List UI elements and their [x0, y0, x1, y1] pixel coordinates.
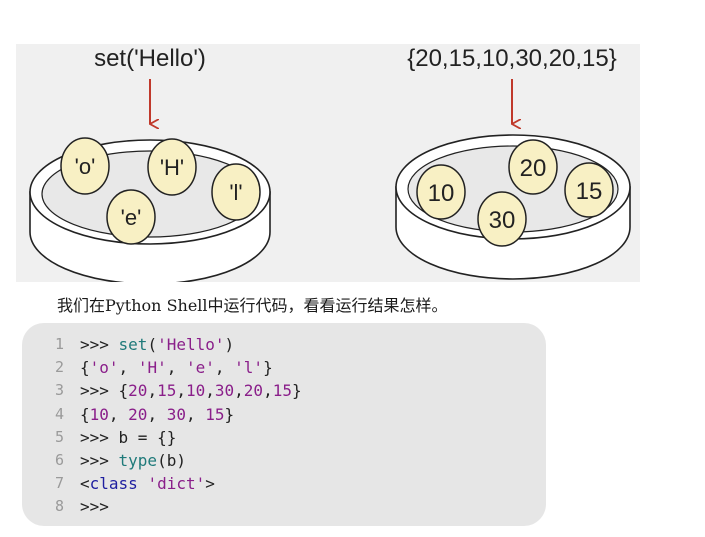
svg-text:20: 20 — [520, 155, 547, 182]
right-bowl: {20,15,10,30,20,15} 20 10 30 15 — [395, 45, 631, 280]
element-ball: 30 — [477, 191, 527, 247]
left-bowl: set('Hello') 'o' 'H' 'e' 'l' — [29, 45, 271, 282]
element-ball: 'o' — [60, 137, 110, 195]
code-line: 8 >>> — [22, 495, 546, 518]
code-text: >>> set('Hello') — [80, 335, 235, 354]
svg-text:'H': 'H' — [160, 155, 184, 180]
line-number: 7 — [54, 474, 64, 493]
element-ball: 10 — [416, 164, 466, 220]
code-text: >>> b = {} — [80, 427, 177, 447]
svg-text:'l': 'l' — [229, 180, 242, 205]
line-number: 4 — [54, 404, 64, 423]
svg-text:'o': 'o' — [75, 154, 96, 179]
code-line: 1 >>> set('Hello') — [22, 333, 546, 356]
element-ball: 'H' — [147, 138, 197, 196]
line-number: 5 — [54, 427, 64, 446]
code-text: <class 'dict'> — [80, 474, 215, 494]
code-text: {10, 20, 30, 15} — [80, 404, 235, 424]
element-ball: 15 — [564, 162, 614, 218]
svg-text:30: 30 — [489, 207, 516, 234]
line-number: 2 — [54, 358, 64, 377]
right-bowl-label: {20,15,10,30,20,15} — [407, 45, 617, 72]
svg-text:10: 10 — [428, 180, 455, 207]
line-number: 8 — [54, 497, 64, 516]
svg-text:15: 15 — [576, 178, 603, 205]
caption-text: 我们在Python Shell中运行代码，看看运行结果怎样。 — [57, 296, 448, 315]
code-line: 7 <class 'dict'> — [22, 472, 546, 495]
element-ball: 'l' — [211, 163, 261, 221]
left-bowl-label: set('Hello') — [94, 45, 206, 72]
code-block: 1 >>> set('Hello') 2 {'o', 'H', 'e', 'l'} 3 >… — [22, 323, 546, 526]
code-line: 4 {10, 20, 30, 15} — [22, 403, 546, 426]
svg-text:'e': 'e' — [121, 205, 142, 230]
line-number: 6 — [54, 451, 64, 469]
code-line: 2 {'o', 'H', 'e', 'l'} — [22, 356, 546, 379]
code-line: 6 >>> type(b) — [22, 449, 546, 472]
code-text: >>> {20,15,10,30,20,15} — [80, 381, 302, 401]
line-number: 1 — [54, 335, 64, 353]
set-illustration: set('Hello') 'o' 'H' 'e' 'l' {20,15,10,3… — [16, 44, 640, 282]
code-line: 5 >>> b = {} — [22, 426, 546, 449]
code-text: >>> type(b) — [80, 451, 186, 470]
code-line: 3 >>> {20,15,10,30,20,15} — [22, 379, 546, 402]
element-ball: 20 — [508, 139, 558, 195]
code-text: {'o', 'H', 'e', 'l'} — [80, 358, 273, 378]
line-number: 3 — [54, 381, 64, 400]
element-ball: 'e' — [106, 189, 156, 245]
code-text: >>> — [80, 497, 109, 517]
